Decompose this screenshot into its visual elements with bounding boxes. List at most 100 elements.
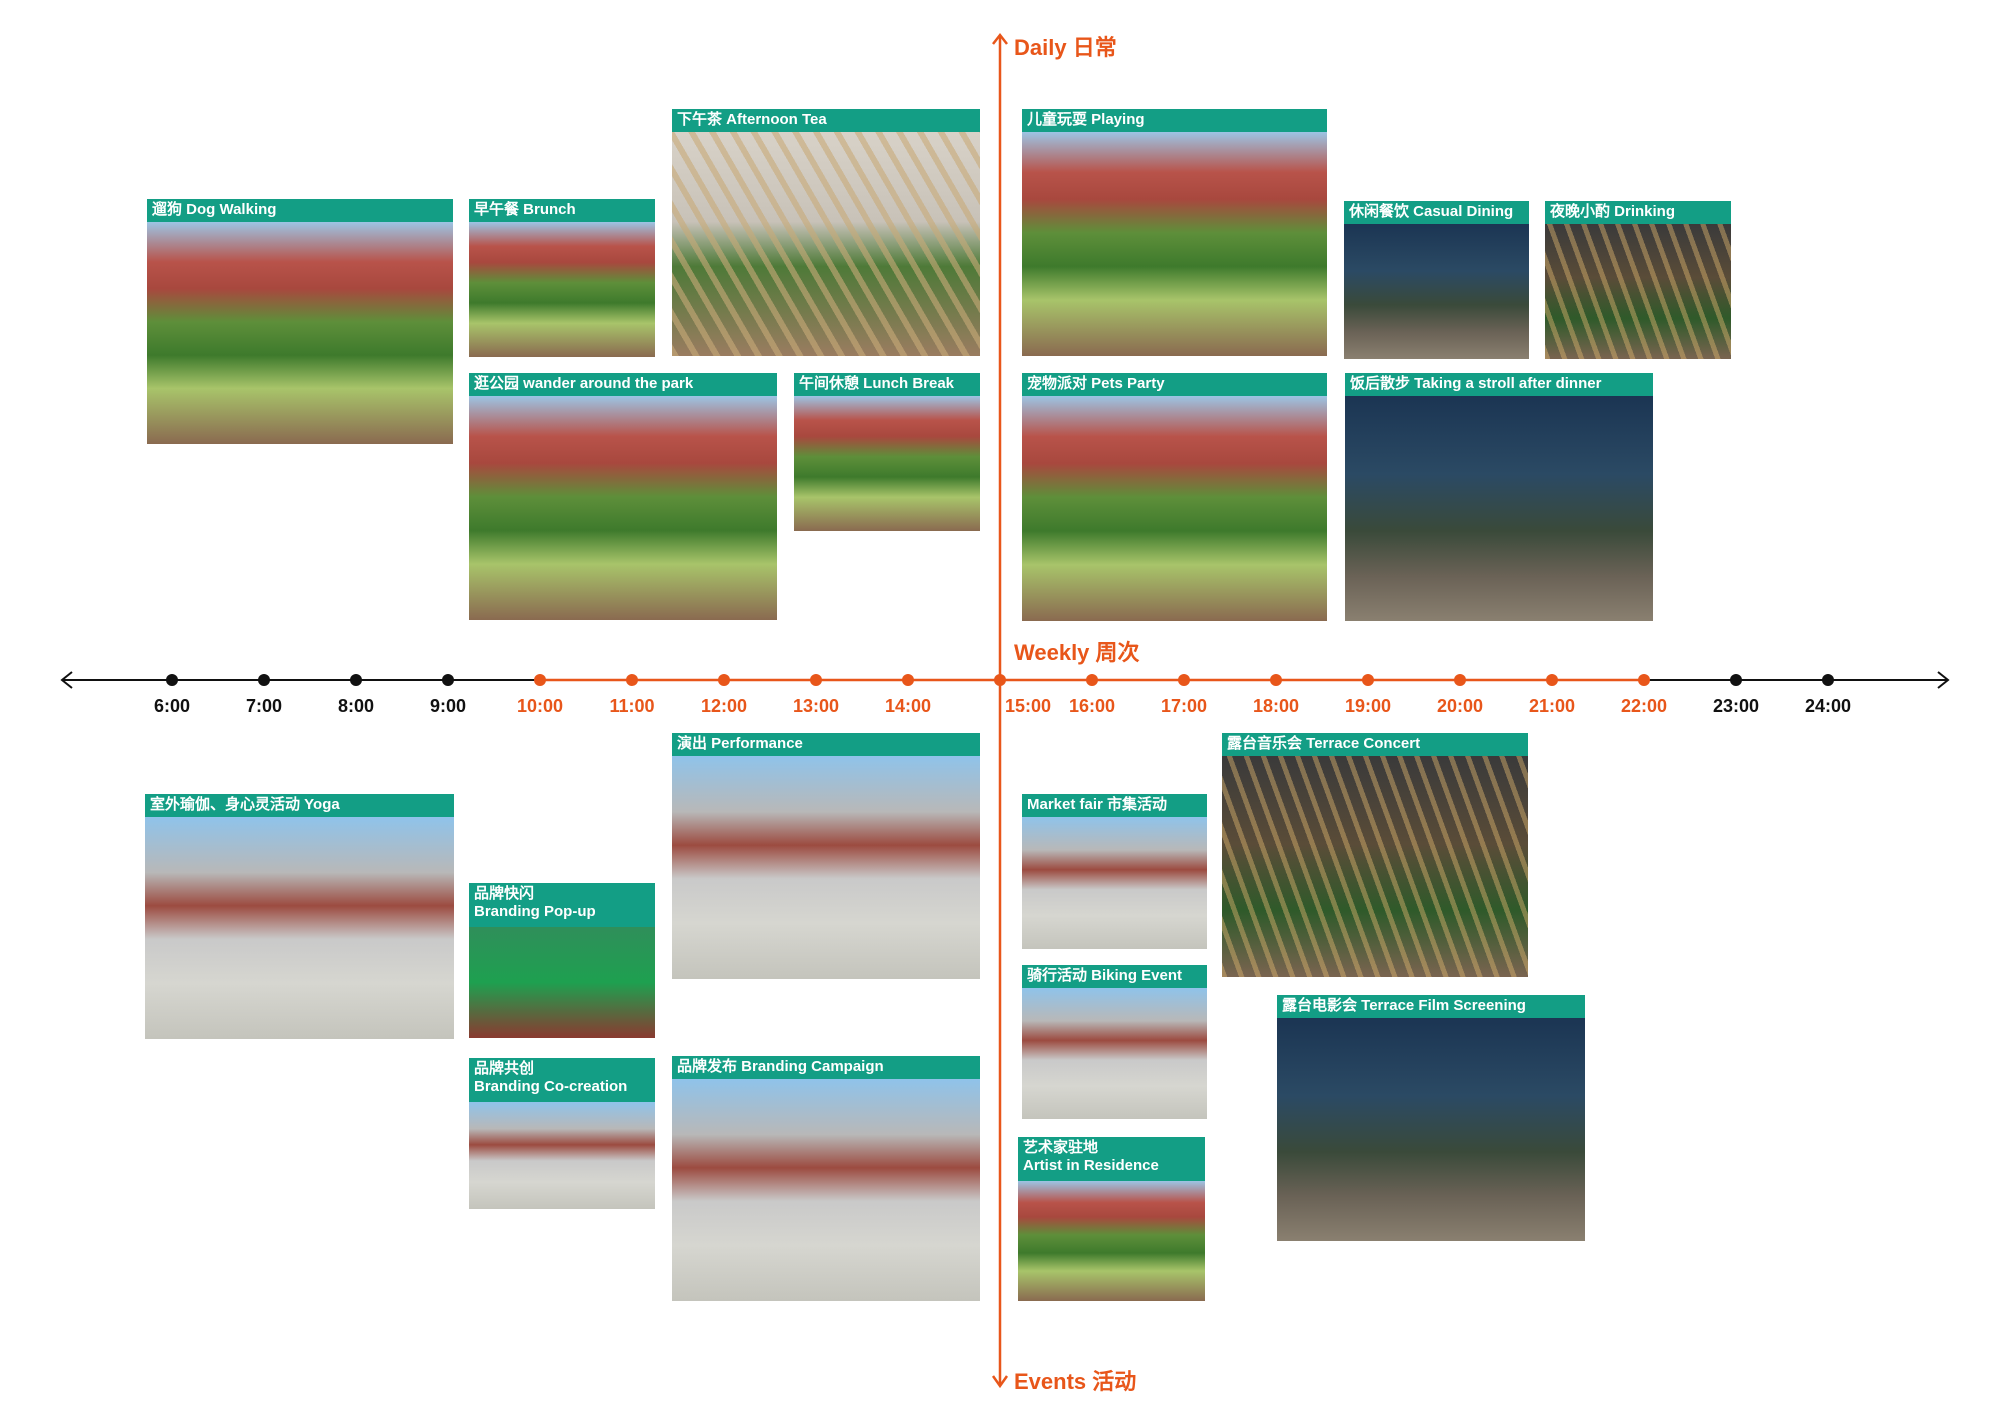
card-title: 演出 Performance — [672, 733, 980, 756]
activity-card: 午间休憩 Lunch Break — [794, 373, 980, 531]
card-title: 午间休憩 Lunch Break — [794, 373, 980, 396]
tick-label: 7:00 — [245, 696, 283, 716]
tick-label: 17:00 — [1160, 696, 1208, 716]
activity-card: 儿童玩耍 Playing — [1022, 109, 1327, 356]
card-title: 休闲餐饮 Casual Dining — [1344, 201, 1529, 224]
down-arrow-icon — [991, 1375, 1009, 1389]
scene-image — [147, 222, 453, 444]
tick-label: 8:00 — [337, 696, 375, 716]
tick-label: 6:00 — [153, 696, 191, 716]
timeline-dot — [1822, 674, 1834, 686]
card-title: 品牌快闪 Branding Pop-up — [469, 883, 655, 927]
activity-card: 品牌快闪 Branding Pop-up — [469, 883, 655, 1038]
card-title: 露台音乐会 Terrace Concert — [1222, 733, 1528, 756]
scene-image — [469, 222, 655, 357]
scene-image — [1222, 756, 1528, 977]
card-title: 遛狗 Dog Walking — [147, 199, 453, 222]
card-title: 品牌共创 Branding Co-creation — [469, 1058, 655, 1102]
timeline-dot — [1086, 674, 1098, 686]
left-arrow-icon — [60, 671, 73, 689]
timeline-dot — [1546, 674, 1558, 686]
card-title: 露台电影会 Terrace Film Screening — [1277, 995, 1585, 1018]
tick-label: 24:00 — [1804, 696, 1852, 716]
timeline-dot — [1270, 674, 1282, 686]
timeline-dot — [810, 674, 822, 686]
tick-label: 9:00 — [429, 696, 467, 716]
scene-image — [469, 396, 777, 620]
scene-image — [672, 1079, 980, 1301]
card-title: 品牌发布 Branding Campaign — [672, 1056, 980, 1079]
scene-image — [672, 756, 980, 979]
activity-card: 演出 Performance — [672, 733, 980, 979]
activity-card: 艺术家驻地 Artist in Residence — [1018, 1137, 1205, 1301]
timeline-dot — [994, 674, 1006, 686]
activity-card: 室外瑜伽、身心灵活动 Yoga — [145, 794, 454, 1039]
scene-image — [469, 927, 655, 1038]
card-title: 骑行活动 Biking Event — [1022, 965, 1207, 988]
scene-image — [469, 1102, 655, 1209]
up-arrow-icon — [992, 32, 1008, 45]
tick-label: 19:00 — [1344, 696, 1392, 716]
scene-image — [794, 396, 980, 531]
activity-card: 遛狗 Dog Walking — [147, 199, 453, 444]
right-arrow-icon — [1937, 671, 1950, 689]
scene-image — [1022, 396, 1327, 621]
scene-image — [1022, 132, 1327, 356]
tick-label: 23:00 — [1712, 696, 1760, 716]
tick-label: 14:00 — [884, 696, 932, 716]
card-title: 艺术家驻地 Artist in Residence — [1018, 1137, 1205, 1181]
card-title: Market fair 市集活动 — [1022, 794, 1207, 817]
timeline-dot — [626, 674, 638, 686]
tick-label: 20:00 — [1436, 696, 1484, 716]
activity-card: 下午茶 Afternoon Tea — [672, 109, 980, 356]
activity-card: 品牌发布 Branding Campaign — [672, 1056, 980, 1301]
activity-card: 休闲餐饮 Casual Dining — [1344, 201, 1529, 359]
activity-card: 早午餐 Brunch — [469, 199, 655, 357]
timeline-dot — [1178, 674, 1190, 686]
timeline-dot — [442, 674, 454, 686]
tick-label: 11:00 — [609, 696, 655, 716]
activity-card: 夜晚小酌 Drinking — [1545, 201, 1731, 359]
card-title: 夜晚小酌 Drinking — [1545, 201, 1731, 224]
card-title: 室外瑜伽、身心灵活动 Yoga — [145, 794, 454, 817]
timeline-dot — [534, 674, 546, 686]
card-title: 宠物派对 Pets Party — [1022, 373, 1327, 396]
activity-card: 品牌共创 Branding Co-creation — [469, 1058, 655, 1209]
scene-image — [1277, 1018, 1585, 1241]
card-title: 儿童玩耍 Playing — [1022, 109, 1327, 132]
tick-label: 16:00 — [1068, 696, 1116, 716]
card-title: 早午餐 Brunch — [469, 199, 655, 222]
timeline-dot — [1638, 674, 1650, 686]
timeline-dot — [258, 674, 270, 686]
activity-card: 饭后散步 Taking a stroll after dinner — [1345, 373, 1653, 621]
axis-label-weekly: Weekly 周次 — [1014, 640, 1140, 665]
timeline-dot — [350, 674, 362, 686]
timeline-dot — [166, 674, 178, 686]
scene-image — [1545, 224, 1731, 359]
scene-image — [1022, 988, 1207, 1119]
activity-card: 宠物派对 Pets Party — [1022, 373, 1327, 621]
activity-card: 骑行活动 Biking Event — [1022, 965, 1207, 1119]
scene-image — [1018, 1181, 1205, 1301]
card-title: 逛公园 wander around the park — [469, 373, 777, 396]
tick-label: 21:00 — [1528, 696, 1576, 716]
card-title: 饭后散步 Taking a stroll after dinner — [1345, 373, 1653, 396]
axis-label-events: Events 活动 — [1014, 1369, 1137, 1394]
tick-label: 15:00 — [1004, 696, 1052, 716]
activity-card: 露台电影会 Terrace Film Screening — [1277, 995, 1585, 1241]
timeline-dot — [1454, 674, 1466, 686]
scene-image — [145, 817, 454, 1039]
tick-label: 22:00 — [1620, 696, 1668, 716]
activity-card: 露台音乐会 Terrace Concert — [1222, 733, 1528, 977]
scene-image — [1022, 817, 1207, 949]
scene-image — [672, 132, 980, 356]
tick-label: 13:00 — [792, 696, 840, 716]
tick-label: 12:00 — [700, 696, 748, 716]
activity-card: 逛公园 wander around the park — [469, 373, 777, 620]
timeline-dot — [718, 674, 730, 686]
tick-label: 18:00 — [1252, 696, 1300, 716]
timeline-dot — [1730, 674, 1742, 686]
timeline-dot — [1362, 674, 1374, 686]
activity-card: Market fair 市集活动 — [1022, 794, 1207, 949]
